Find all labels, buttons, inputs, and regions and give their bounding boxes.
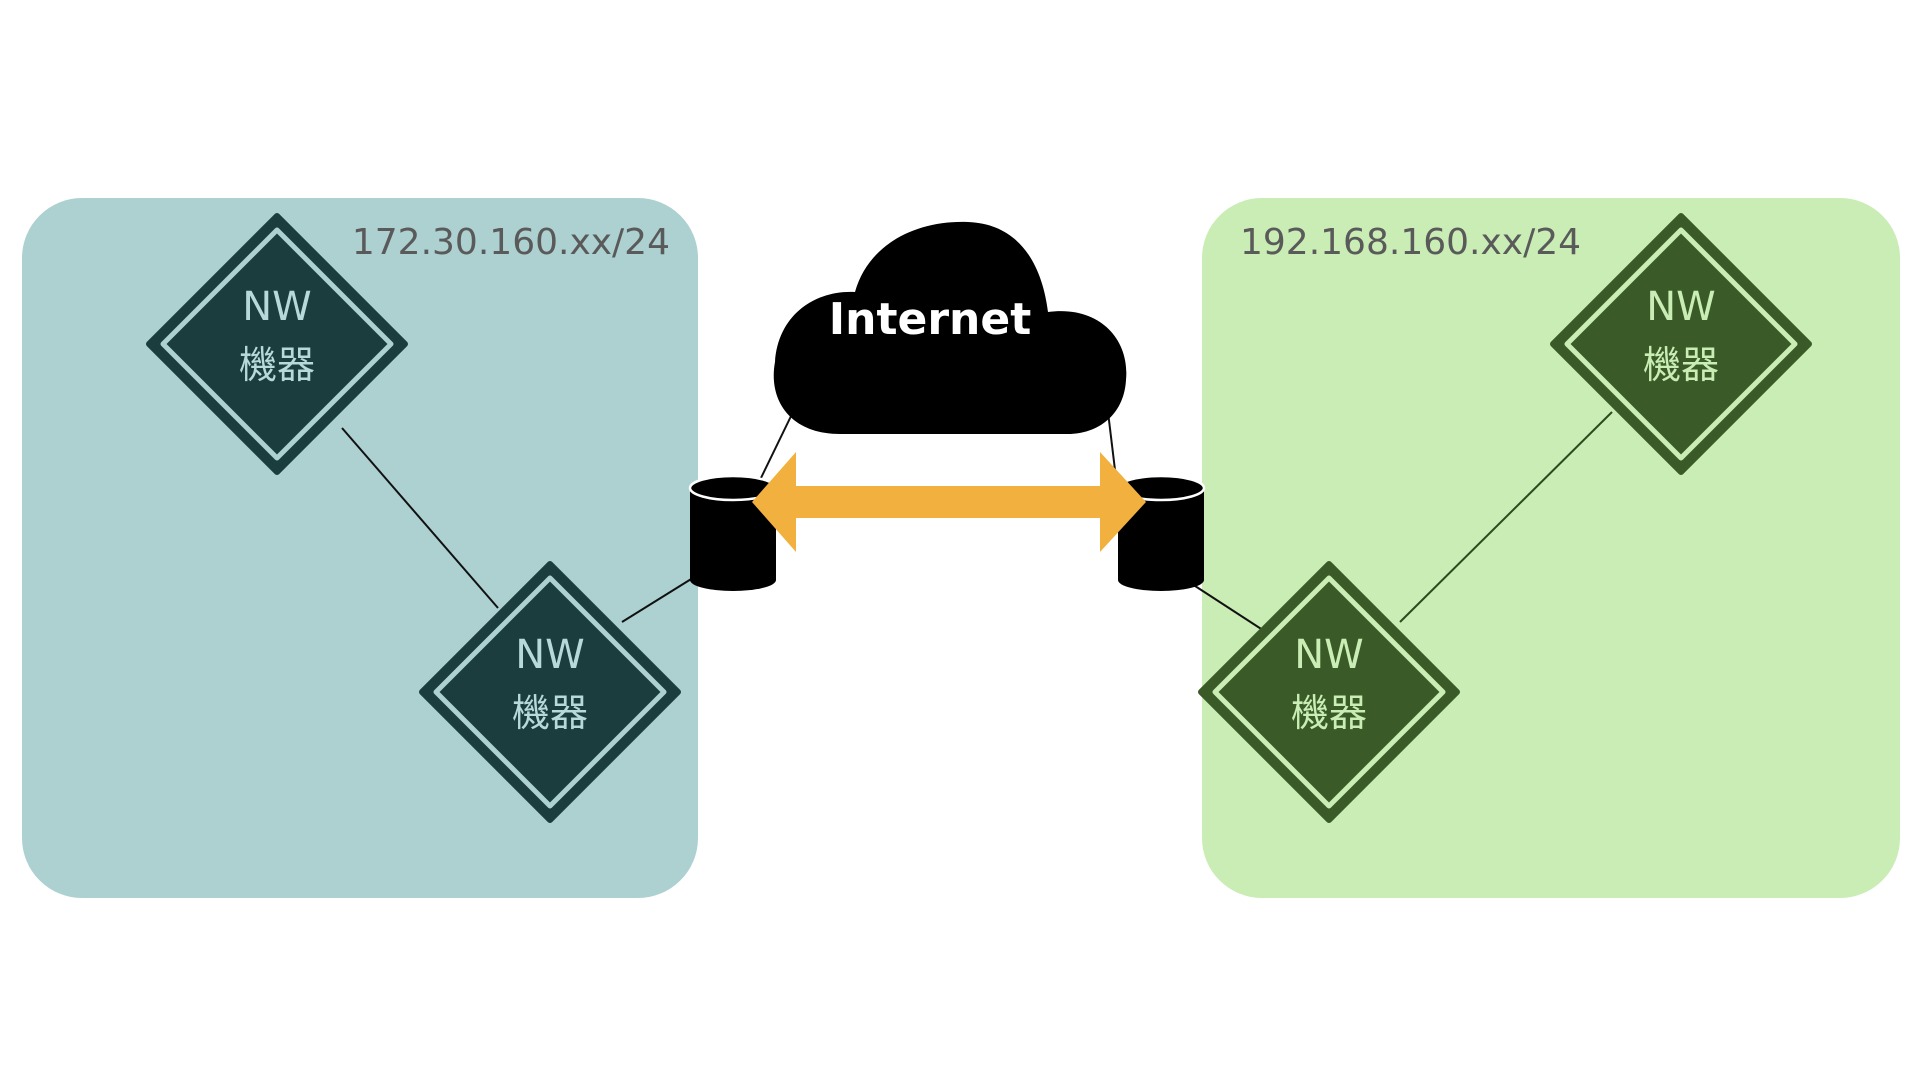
- diamond-device-icon: [419, 561, 681, 823]
- link-left-router-to-cloud: [759, 411, 794, 481]
- link-left-bottom-to-left-router: [621, 575, 697, 623]
- left-network-label: 172.30.160.xx/24: [352, 222, 670, 263]
- tunnel-double-arrow-icon: [752, 452, 1146, 552]
- right-router: [1116, 474, 1206, 591]
- left-top-nw-device-label-line1: NW: [242, 284, 311, 330]
- right-top-nw-device: NW 機器: [1550, 213, 1812, 475]
- right-bottom-nw-device-label-line2: 機器: [1291, 691, 1367, 735]
- left-bottom-nw-device-label-line2: 機器: [512, 691, 588, 735]
- link-left-top-to-left-bottom: [341, 427, 499, 609]
- left-top-nw-device: NW 機器: [146, 213, 408, 475]
- right-bottom-nw-device-label-line1: NW: [1294, 632, 1363, 678]
- left-bottom-nw-device-label-line1: NW: [515, 632, 584, 678]
- right-top-nw-device-label-line2: 機器: [1643, 343, 1719, 387]
- right-network-label: 192.168.160.xx/24: [1240, 222, 1581, 263]
- diamond-device-icon: [146, 213, 408, 475]
- cloud-label: Internet: [829, 294, 1031, 345]
- diamond-device-icon: [1550, 213, 1812, 475]
- diamond-device-icon: [1198, 561, 1460, 823]
- database-cylinder-icon: [1116, 474, 1206, 591]
- link-right-router-to-right-bottom: [1191, 583, 1273, 637]
- right-bottom-nw-device: NW 機器: [1198, 561, 1460, 823]
- right-top-nw-device-label-line1: NW: [1646, 284, 1715, 330]
- internet-cloud: Internet: [773, 221, 1127, 434]
- link-cloud-to-right-router: [1107, 411, 1116, 471]
- link-right-bottom-to-right-top: [1399, 411, 1613, 623]
- cloud-icon: [773, 221, 1127, 434]
- left-bottom-nw-device: NW 機器: [419, 561, 681, 823]
- left-top-nw-device-label-line2: 機器: [239, 343, 315, 387]
